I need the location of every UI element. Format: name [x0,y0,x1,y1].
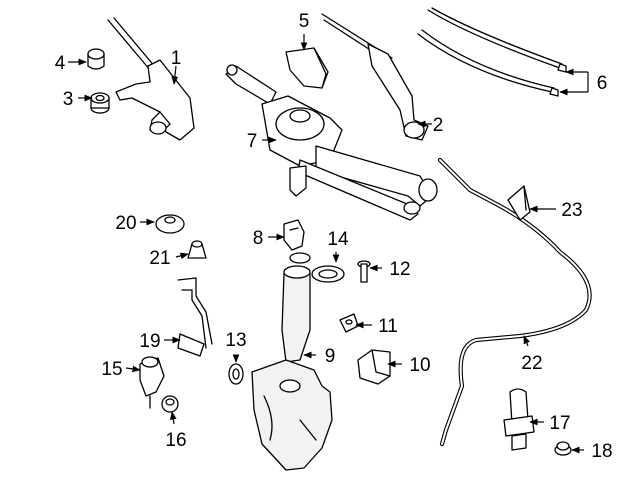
wiper-blades [417,7,567,97]
leader-lines [68,34,589,454]
washer-reservoir [251,265,333,471]
seal-ring [228,363,244,385]
wiper-linkage-motor [225,64,438,221]
callout-2: 2 [433,115,444,136]
callout-7: 7 [247,131,258,152]
cap-disc [155,214,185,234]
filler-seal [289,252,345,283]
callout-18: 18 [591,441,612,462]
foam-pad [357,349,391,385]
clip [339,313,359,333]
callout-5: 5 [299,11,310,32]
mounting-bracket [283,219,305,251]
callout-3: 3 [63,89,74,110]
callout-9: 9 [325,346,336,367]
washer-hose [437,157,592,447]
bolt [357,260,371,283]
callout-22: 22 [521,353,542,374]
callout-13: 13 [225,330,246,351]
callout-8: 8 [253,228,264,249]
wiper-arm-right [321,13,429,141]
callout-11: 11 [378,316,398,337]
callout-19: 19 [139,331,160,352]
callout-16: 16 [165,430,186,451]
wiper-arm-left [107,17,195,141]
callout-15: 15 [101,359,122,380]
callout-6: 6 [597,73,608,94]
grommet-pump [161,395,179,413]
callout-10: 10 [409,355,430,376]
callout-17: 17 [549,413,570,434]
callout-20: 20 [115,213,136,234]
callout-4: 4 [55,53,66,74]
level-sensor [177,277,213,357]
cowl-cover [285,47,329,89]
callout-21: 21 [149,248,170,269]
callout-12: 12 [389,259,410,280]
washer-pump [139,356,165,409]
callout-1: 1 [171,48,182,69]
callout-14: 14 [327,229,349,250]
callout-labels: 1 2 3 4 5 6 7 8 9 10 11 12 13 14 15 16 1… [55,11,613,462]
grommet [90,92,110,114]
callout-23: 23 [561,200,582,221]
jet-cap [554,441,572,456]
nut-cap [87,48,105,70]
washer-nozzle [503,388,535,451]
plug [187,240,207,259]
